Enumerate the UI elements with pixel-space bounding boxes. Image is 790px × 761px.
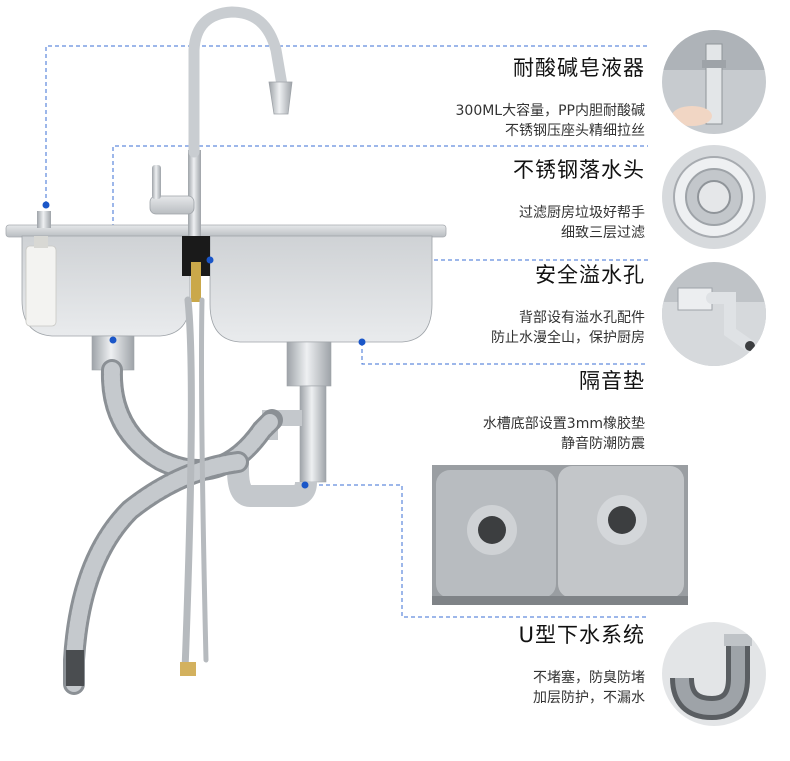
callout-dots xyxy=(42,201,366,489)
desc-line: 静音防潮防震 xyxy=(561,436,645,452)
dot-overflow xyxy=(206,256,214,264)
desc-line: 300ML大容量，PP内胆耐酸碱 xyxy=(455,103,646,119)
feature-title: U型下水系统 xyxy=(518,623,645,647)
feature-desc: 过滤厨房垃圾好帮手 细致三层过滤 xyxy=(513,203,645,243)
feature-strainer: 不锈钢落水头 过滤厨房垃圾好帮手 细致三层过滤 xyxy=(513,157,645,243)
dot-soap xyxy=(42,201,50,209)
feature-u-drain: U型下水系统 不堵塞，防臭防堵 加层防护，不漏水 xyxy=(519,622,645,708)
soap-dispenser xyxy=(25,211,57,327)
overflow-hole-icon xyxy=(662,262,766,366)
desc-line: 不堵塞，防臭防堵 xyxy=(533,670,645,686)
feature-desc: 不堵塞，防臭防堵 加层防护，不漏水 xyxy=(519,668,645,708)
desc-line: 防止水漫全山，保护厨房 xyxy=(491,330,645,346)
sink-underside-photo xyxy=(432,465,688,605)
desc-line: 加层防护，不漏水 xyxy=(533,690,645,706)
u-trap-icon xyxy=(662,622,766,726)
feature-soap-dispenser: 耐酸碱皂液器 300ML大容量，PP内胆耐酸碱 不锈钢压座头精细拉丝 xyxy=(456,55,646,141)
dot-strainer xyxy=(109,336,117,344)
desc-line: 不锈钢压座头精细拉丝 xyxy=(505,123,645,139)
soap-dispenser-icon xyxy=(662,30,766,134)
desc-line: 细致三层过滤 xyxy=(561,225,645,241)
sink-body xyxy=(5,224,447,343)
dot-sound-pad xyxy=(358,338,366,346)
feature-desc: 水槽底部设置3mm橡胶垫 静音防潮防震 xyxy=(483,414,645,454)
feature-title: 耐酸碱皂液器 xyxy=(513,56,645,80)
feature-title: 隔音垫 xyxy=(579,369,645,393)
desc-line: 水槽底部设置3mm橡胶垫 xyxy=(482,416,645,432)
feature-desc: 300ML大容量，PP内胆耐酸碱 不锈钢压座头精细拉丝 xyxy=(456,101,646,141)
feature-title: 安全溢水孔 xyxy=(535,263,645,287)
feature-title: 不锈钢落水头 xyxy=(513,158,645,182)
leader-u-drain xyxy=(305,484,648,618)
drain-hoses xyxy=(63,296,283,695)
faucet xyxy=(149,6,293,236)
feature-desc: 背部设有溢水孔配件 防止水漫全山，保护厨房 xyxy=(491,308,645,348)
drain-strainer-icon xyxy=(662,145,766,249)
desc-line: 过滤厨房垃圾好帮手 xyxy=(519,205,645,221)
feature-overflow: 安全溢水孔 背部设有溢水孔配件 防止水漫全山，保护厨房 xyxy=(491,262,645,348)
feature-sound-pad: 隔音垫 水槽底部设置3mm橡胶垫 静音防潮防震 xyxy=(483,368,645,454)
dot-u-drain xyxy=(301,481,309,489)
leader-sound-pad xyxy=(361,342,648,365)
leader-soap-dispenser xyxy=(45,45,648,205)
desc-line: 背部设有溢水孔配件 xyxy=(519,310,645,326)
